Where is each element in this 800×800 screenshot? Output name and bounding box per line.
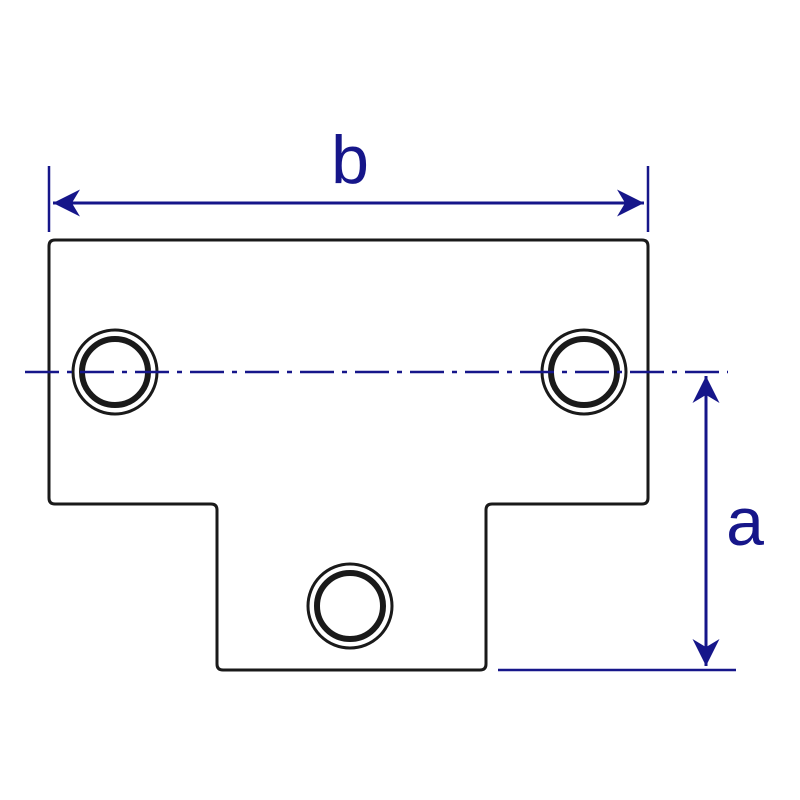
plate-outline xyxy=(47,238,650,672)
height-dimension: a xyxy=(498,376,764,672)
width-dimension: b xyxy=(47,122,650,232)
height-label: a xyxy=(726,484,764,560)
width-label: b xyxy=(331,122,369,198)
bottom-hole xyxy=(306,562,394,650)
